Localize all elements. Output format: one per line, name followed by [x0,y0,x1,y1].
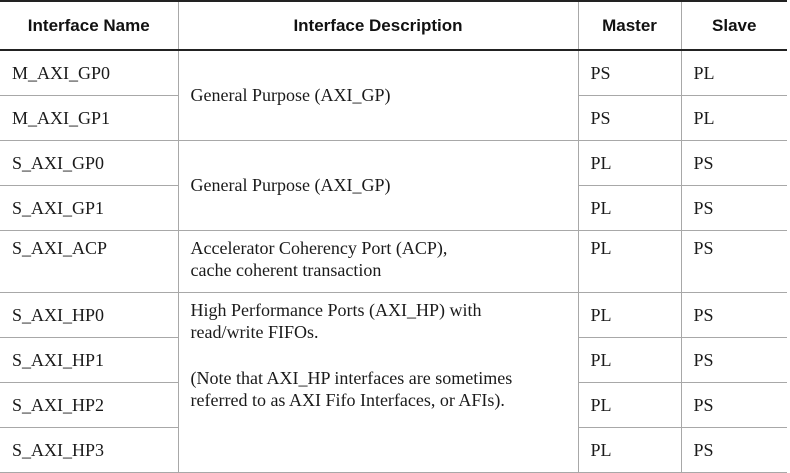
slave-cell: PL [680,94,787,141]
interface-name-cell: S_AXI_HP2 [0,381,179,428]
interface-name-cell: S_AXI_GP1 [0,184,179,231]
description-line: High Performance Ports (AXI_HP) with [190,299,482,320]
description-cell: Accelerator Coherency Port (ACP), cache … [177,229,579,293]
master-cell: PL [577,336,682,383]
slave-cell: PS [680,139,787,186]
description-note: (Note that AXI_HP interfaces are sometim… [191,367,568,411]
note-line: referred to as AXI Fifo Interfaces, or A… [190,389,505,410]
header-interface-description: Interface Description [177,0,579,51]
table-row: S_AXI_HP0 High Performance Ports (AXI_HP… [0,291,787,473]
header-interface-name: Interface Name [0,0,179,51]
header-slave: Slave [680,0,787,51]
note-line: (Note that AXI_HP interfaces are sometim… [190,367,513,388]
interface-name-cell: S_AXI_GP0 [0,139,179,186]
master-cell: PL [577,184,682,231]
master-cell: PS [577,49,682,96]
interface-name-cell: S_AXI_HP3 [0,426,179,473]
interface-name-cell: M_AXI_GP1 [0,94,179,141]
table-row: S_AXI_GP1 PL PS [0,184,787,231]
description-cell: General Purpose (AXI_GP) [177,139,579,231]
table-row: S_AXI_GP0 General Purpose (AXI_GP) PL PS [0,139,787,231]
master-cell: PL [577,229,682,293]
slave-cell: PS [680,291,787,338]
description-cell: General Purpose (AXI_GP) [177,49,579,141]
header-master: Master [577,0,682,51]
table-row: M_AXI_GP0 General Purpose (AXI_GP) PS PL [0,49,787,141]
slave-cell: PS [680,229,787,293]
master-cell: PL [577,381,682,428]
slave-cell: PL [680,49,787,96]
table-row: S_AXI_HP2 PL PS [0,381,787,428]
slave-cell: PS [680,381,787,428]
master-cell: PL [577,139,682,186]
interface-name-cell: S_AXI_HP1 [0,336,179,383]
master-cell: PL [577,426,682,473]
slave-cell: PS [680,426,787,473]
master-cell: PS [577,94,682,141]
table-row: M_AXI_GP1 PS PL [0,94,787,141]
slave-cell: PS [680,184,787,231]
slave-cell: PS [680,336,787,383]
description-line: cache coherent transaction [190,259,382,280]
description-line: read/write FIFOs. [190,321,319,342]
description-line: Accelerator Coherency Port (ACP), [190,237,448,258]
interface-name-cell: M_AXI_GP0 [0,49,179,96]
master-cell: PL [577,291,682,338]
description-cell: High Performance Ports (AXI_HP) with rea… [177,291,579,473]
interface-name-cell: S_AXI_ACP [0,229,179,293]
interface-name-cell: S_AXI_HP0 [0,291,179,338]
header-row: Interface Name Interface Description Mas… [0,0,787,51]
table-row: S_AXI_ACP Accelerator Coherency Port (AC… [0,229,787,293]
